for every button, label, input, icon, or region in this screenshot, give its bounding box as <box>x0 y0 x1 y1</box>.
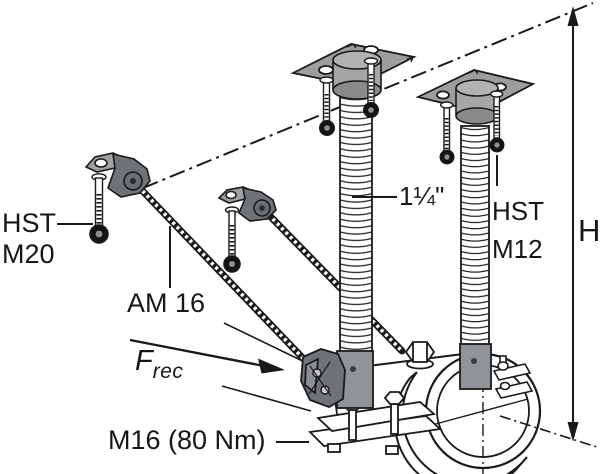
label-hst-m12-line2: M12 <box>492 234 543 264</box>
clamp-flange <box>492 355 534 399</box>
label-hst-m12: HST M12 <box>492 192 544 268</box>
threaded-rod-1 <box>339 94 373 358</box>
label-hst-m20-line2: M20 <box>2 239 55 269</box>
base-plate-upper <box>316 401 437 432</box>
clamp-base-plates <box>308 377 442 455</box>
label-rod-size: 1¼" <box>399 181 445 211</box>
label-hst-m20-line1: HST <box>2 208 56 238</box>
height-dimension-line <box>567 6 579 442</box>
pipe-axis-line <box>499 415 600 449</box>
clamp-clevis <box>300 348 346 408</box>
label-am16: AM 16 <box>127 288 206 318</box>
wire-anchor-2 <box>217 186 277 273</box>
plate2-hole-left <box>436 90 450 100</box>
plate2-anchor-bolts <box>439 90 505 165</box>
wire-anchor-1 <box>84 152 151 244</box>
pipe-centerlines <box>431 358 600 474</box>
washer <box>440 101 454 109</box>
arrowhead-down <box>567 422 579 442</box>
m16-bolt-2 <box>383 391 406 435</box>
washer <box>319 76 334 84</box>
force-symbol: F <box>135 345 153 377</box>
plate1-hole-left <box>318 65 334 75</box>
label-hst-m20: HST M20 <box>2 208 56 270</box>
label-force: Frec <box>135 345 183 383</box>
label-leaders <box>57 155 498 443</box>
threaded-rod-2 <box>460 125 490 351</box>
label-height: H <box>578 213 600 248</box>
nut <box>327 443 341 453</box>
wire-rope-2 <box>260 206 406 355</box>
washer <box>363 57 379 65</box>
arrowhead-up <box>567 6 579 26</box>
saddle-bolt <box>404 341 436 370</box>
label-hst-m12-line1: HST <box>492 196 544 226</box>
force-arrow <box>129 338 285 374</box>
plate1-anchor-bolts <box>319 57 379 136</box>
pipe-clamp-strap <box>393 371 528 474</box>
force-subscript: rec <box>152 360 184 383</box>
wire-rope-1 <box>130 178 325 381</box>
washer <box>490 90 504 98</box>
rod-boss-2 <box>455 79 499 125</box>
label-m16-torque: M16 (80 Nm) <box>108 425 266 455</box>
rod-socket-2 <box>459 343 492 390</box>
nut <box>385 445 399 455</box>
